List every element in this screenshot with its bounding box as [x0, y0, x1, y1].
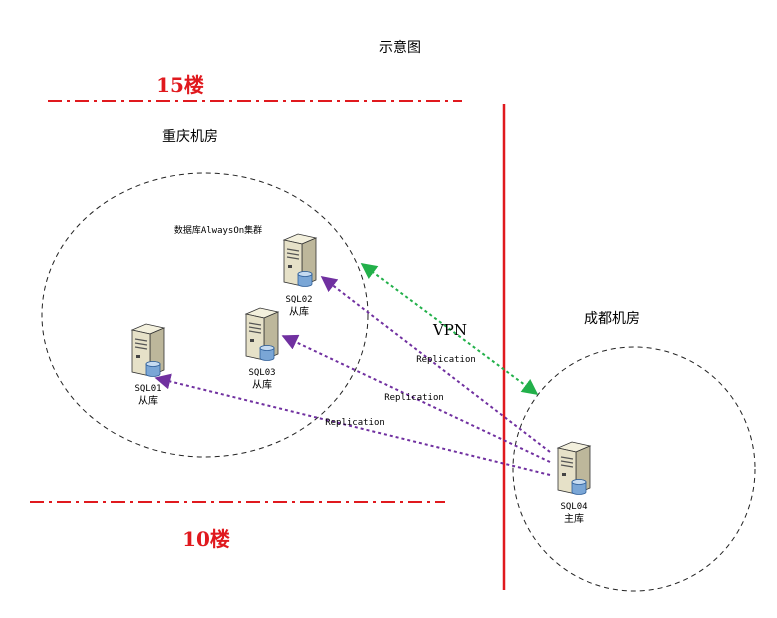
chongqing-room-label: 重庆机房 — [162, 129, 218, 145]
server-database-icon — [557, 441, 591, 496]
chengdu-room-label: 成都机房 — [584, 311, 640, 327]
floor-label-15: 15楼 — [156, 73, 204, 97]
vpn-link — [360, 263, 539, 395]
vpn-label: VPN — [432, 321, 467, 339]
chengdu-room-boundary — [512, 346, 756, 592]
server-sql02[interactable]: SQL02 从库 — [283, 233, 317, 318]
replication-label-2: Replication — [384, 393, 444, 403]
replication-link-sql03 — [281, 334, 551, 463]
server-sql01-role: 从库 — [138, 394, 158, 407]
cluster-label: 数据库AlwaysOn集群 — [174, 224, 262, 236]
server-sql04[interactable]: SQL04 主库 — [557, 441, 591, 525]
server-sql04-role: 主库 — [564, 512, 584, 525]
server-sql01-name: SQL01 — [134, 384, 161, 394]
replication-label-1: Replication — [416, 355, 476, 365]
server-database-icon — [245, 307, 279, 362]
replication-label-3: Replication — [325, 418, 385, 428]
server-sql03[interactable]: SQL03 从库 — [245, 307, 279, 391]
server-sql01[interactable]: SQL01 从库 — [131, 323, 165, 407]
server-sql03-name: SQL03 — [248, 368, 275, 378]
server-sql04-name: SQL04 — [560, 502, 587, 512]
server-database-icon — [131, 323, 165, 378]
diagram-title: 示意图 — [379, 39, 421, 56]
server-database-icon — [283, 233, 317, 288]
replication-link-sql01 — [154, 373, 551, 476]
floor-label-10: 10楼 — [182, 527, 230, 551]
server-sql03-role: 从库 — [252, 378, 272, 391]
chongqing-room-boundary — [41, 172, 369, 458]
server-sql02-role: 从库 — [289, 305, 309, 318]
server-sql02-name: SQL02 — [285, 295, 312, 305]
